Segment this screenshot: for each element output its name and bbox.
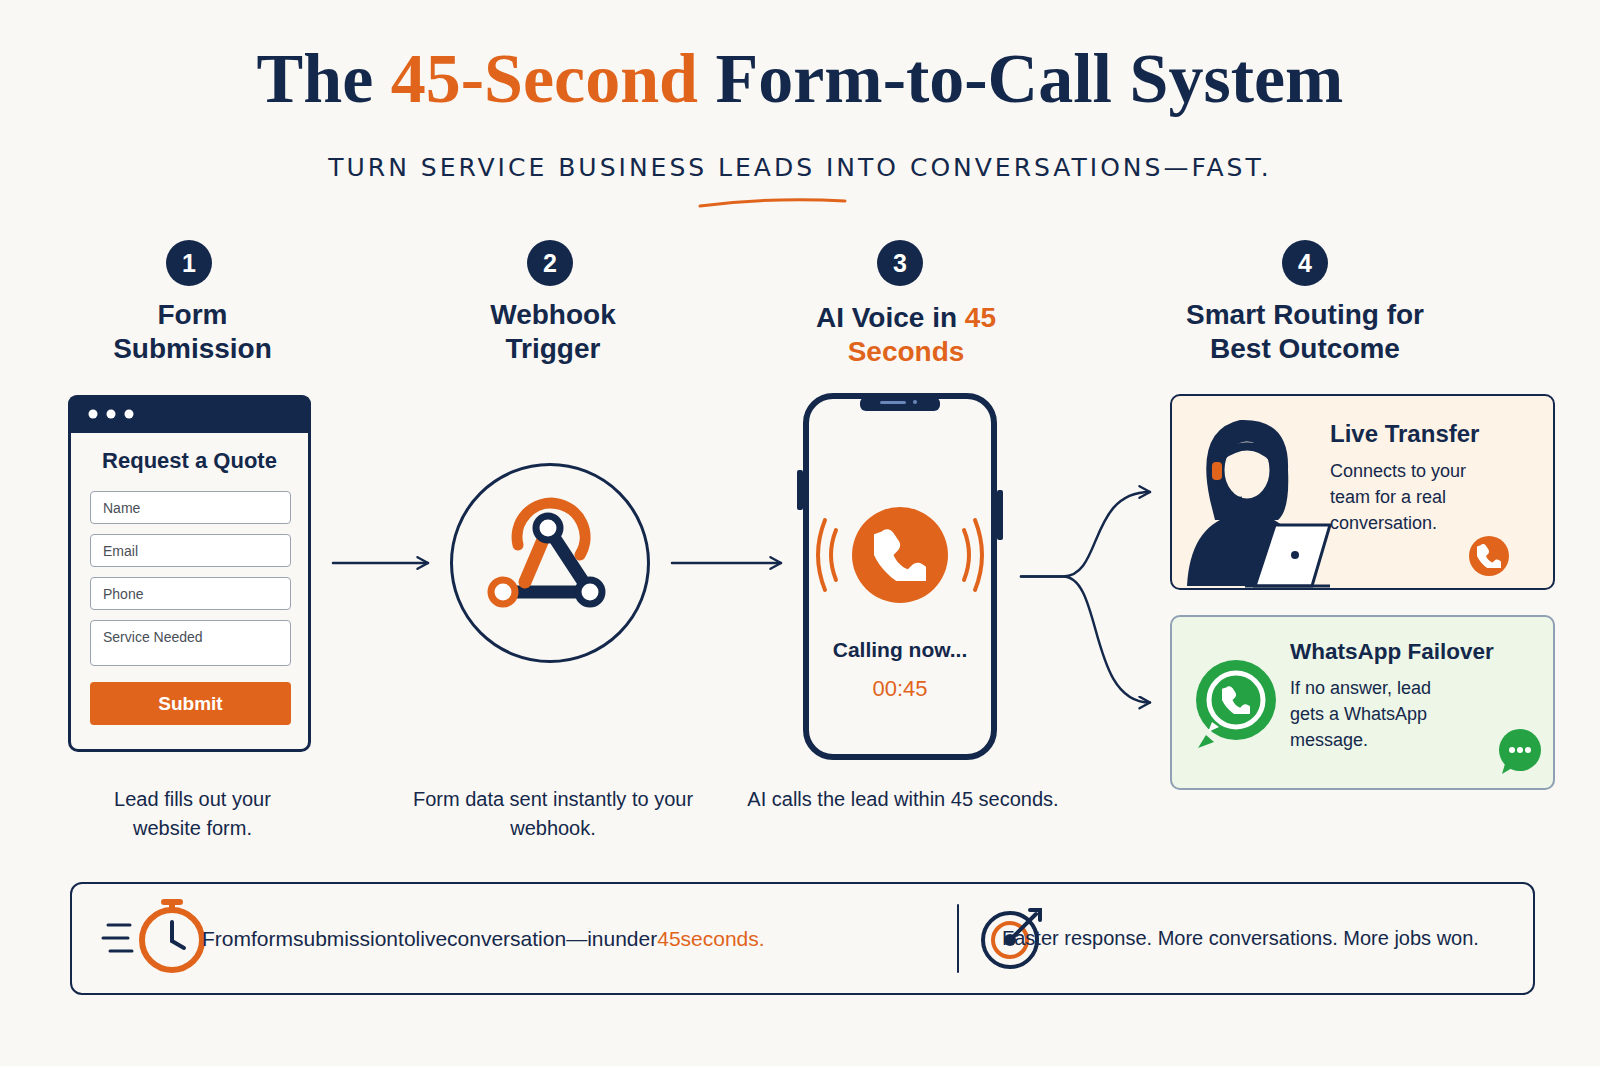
call-badge: [1476, 544, 1505, 572]
whatsapp-logo: [1196, 660, 1276, 748]
step-heading: AI Voice in 45 Seconds: [746, 301, 1066, 368]
step-number: 1: [166, 240, 212, 286]
card-backgrounds: [1170, 394, 1555, 790]
form-title: Request a Quote: [71, 448, 308, 474]
card-body: If no answer, lead gets a WhatsApp messa…: [1290, 675, 1462, 753]
phone-details: [913, 400, 917, 404]
band-icons: [103, 925, 132, 951]
agent-illustration: [1223, 440, 1271, 500]
agent-illustration: [1218, 480, 1242, 498]
step-number: 3: [877, 240, 923, 286]
band-icons: [164, 902, 180, 910]
form-header-bar: [68, 395, 311, 433]
subtitle: TURN SERVICE BUSINESS LEADS INTO CONVERS…: [0, 153, 1600, 182]
whatsapp-logo: [1209, 673, 1263, 727]
phone-details: [964, 530, 969, 580]
step-caption: Form data sent instantly to your webhook…: [383, 785, 723, 843]
band-icons: [172, 922, 184, 948]
phone-details: [860, 397, 940, 411]
form-header-bar: [125, 410, 134, 419]
call-badge: [1469, 536, 1509, 576]
flow-arrow: [1021, 577, 1150, 703]
phone-details: [880, 401, 906, 404]
band-icons: [957, 905, 959, 972]
main-title: The 45-Second Form-to-Call System: [0, 40, 1600, 117]
webhook-circle: Webhook TriggerForm data sent instantly …: [450, 463, 650, 663]
submit-button: Submit: [90, 682, 291, 725]
phone-details: [997, 490, 1003, 540]
field-label: Service Needed: [91, 621, 290, 665]
form-header-bar: [107, 410, 116, 419]
flow-arrow: [333, 562, 428, 565]
field-label: Phone: [91, 578, 290, 609]
agent-illustration: [1187, 420, 1330, 586]
step-heading: Smart Routing for Best Outcome: [1150, 298, 1460, 365]
flow-arrow: [1021, 492, 1150, 577]
phone-details: [975, 520, 982, 590]
flow-arrow: [672, 562, 781, 565]
agent-illustration: [1206, 420, 1288, 520]
agent-illustration: [1223, 442, 1271, 462]
field-label: Name: [91, 492, 290, 523]
webhook-icon: [491, 503, 602, 604]
step-caption: Lead fills out your website form.: [31, 785, 354, 843]
summary-band: From form submission to live conversatio…: [70, 882, 1535, 995]
form-header-bar: [68, 395, 311, 433]
step-caption: AI calls the lead within 45 seconds.: [743, 785, 1063, 814]
chat-badge: [1517, 747, 1523, 753]
agent-illustration: [1255, 525, 1330, 586]
whatsapp-logo: [1220, 686, 1254, 718]
phone-details: [852, 507, 948, 603]
agent-illustration: [1218, 428, 1277, 470]
form-field: Name: [90, 491, 291, 524]
card-backgrounds: [1170, 394, 1555, 590]
call-status: Calling now...: [809, 638, 991, 662]
phone-details: [818, 520, 982, 590]
phone-details: [818, 520, 825, 590]
whatsapp-logo: [1198, 735, 1214, 748]
button-label: Submit: [90, 682, 291, 725]
phone-details: [797, 397, 1003, 603]
agent-illustration: [1245, 585, 1330, 588]
chat-badge: [1499, 729, 1541, 774]
agent-illustration: [1291, 551, 1299, 559]
webhook-icon: [491, 580, 515, 604]
step-number: 4: [1282, 240, 1328, 286]
card-title: WhatsApp Failover: [1290, 639, 1552, 665]
subtitle-underline: [700, 200, 845, 206]
webhook-icon: [536, 516, 560, 540]
field-label: Email: [91, 535, 290, 566]
form-field: Email: [90, 534, 291, 567]
subtitle-underline: [700, 200, 845, 206]
form-field: Phone: [90, 577, 291, 610]
agent-illustration: [1212, 462, 1222, 480]
phone-frame: AI Voice in 45 SecondsCalling now...00:4…: [803, 393, 997, 760]
call-badge: [1469, 536, 1509, 576]
whatsapp-card: WhatsApp Failover If no answer, lead gets…: [1170, 615, 1555, 790]
phone-details: [871, 529, 934, 589]
step-heading: Form Submission: [31, 298, 354, 365]
band-icons: [142, 910, 202, 970]
chat-badge: [1502, 764, 1512, 774]
webhook-icon: [517, 503, 585, 555]
band-icons: [103, 902, 1040, 972]
chat-badge: [1509, 747, 1515, 753]
whatsapp-logo: [1196, 660, 1276, 740]
form-card: Form SubmissionRequest a QuoteLead fills…: [68, 395, 311, 752]
band-text: From form submission to live conversatio…: [202, 884, 907, 993]
live-transfer-card: Live TransferConnects to your team for a…: [1170, 394, 1555, 590]
step-heading: Webhook Trigger: [393, 298, 713, 365]
form-header-bar: [89, 410, 98, 419]
step-number: 2: [527, 240, 573, 286]
form-field: Service Needed: [90, 620, 291, 666]
card-title: Live Transfer: [1330, 420, 1545, 448]
webhook-icon: [578, 580, 602, 604]
band-text: Faster response. More conversations. Mor…: [1002, 884, 1527, 993]
card-body: Connects to your team for a real convers…: [1330, 458, 1498, 536]
phone-details: [831, 530, 836, 580]
chat-badge: [1525, 747, 1531, 753]
call-timer: 00:45: [809, 676, 991, 702]
card-backgrounds: [1170, 615, 1555, 790]
whatsapp-logo: [1208, 722, 1219, 732]
